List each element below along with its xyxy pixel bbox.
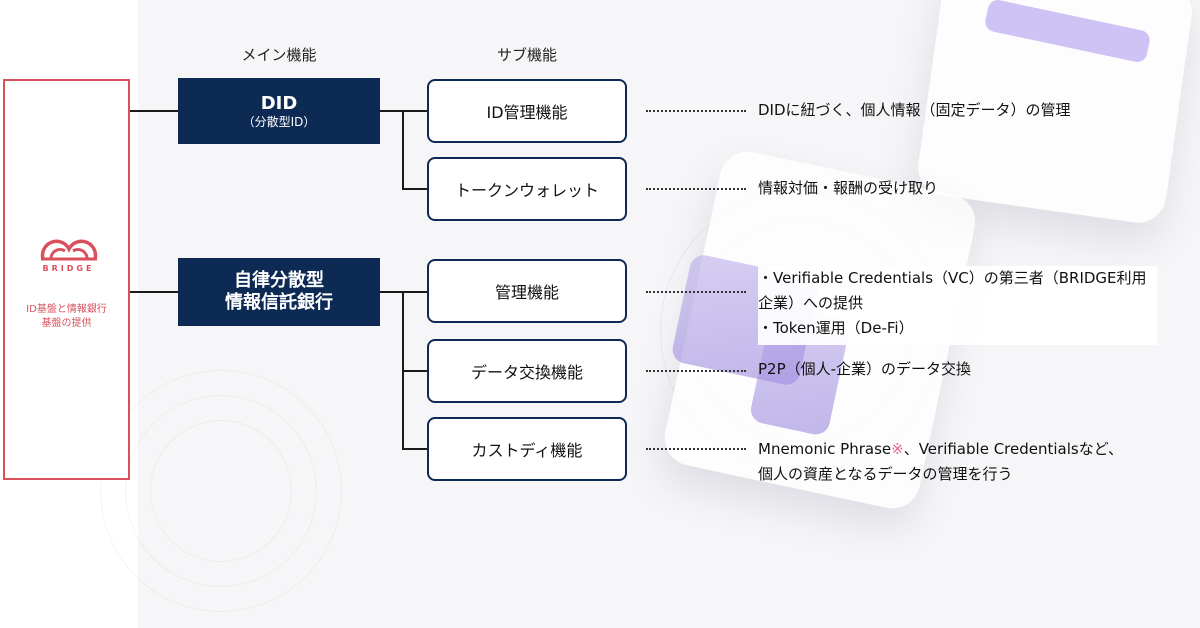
main-function-subtitle: （分散型ID） [242,114,316,129]
dotted-leader [646,370,746,372]
description-line: 個人の資産となるデータの管理を行う [758,465,1013,483]
description-line: 企業）への提供 [758,294,864,312]
main-function-info-bank: 自律分散型 情報信託銀行 [178,258,380,326]
platform-caption-line: ID基盤と情報銀行 [26,304,107,315]
main-function-header: メイン機能 [241,46,317,64]
description-line: DIDに紐づく、個人情報（固定データ）の管理 [758,101,1071,119]
connector-line [402,370,427,372]
dotted-leader [646,448,746,450]
sub-function-management: 管理機能 [427,259,627,323]
description-custody: Mnemonic Phrase※、Verifiable Credentialsな… [758,437,1123,487]
sub-function-token-wallet: トークンウォレット [427,157,627,221]
description-line: 情報対価・報酬の受け取り [758,179,939,197]
sub-function-id-management: ID管理機能 [427,79,627,143]
description-text: Mnemonic Phrase [758,440,892,458]
footnote-mark: ※ [891,440,904,458]
bridge-logo-icon [40,239,98,261]
main-function-did: DID （分散型ID） [178,78,380,144]
connector-line [130,110,178,112]
dotted-leader [646,110,746,112]
description-line: P2P（個人-企業）のデータ交換 [758,360,972,378]
description-id-management: DIDに紐づく、個人情報（固定データ）の管理 [758,98,1071,123]
main-function-title: DID [260,92,298,114]
main-function-title: 自律分散型 [234,270,324,291]
connector-line [402,188,427,190]
description-line: ・Token運用（De-Fi） [758,319,914,337]
sub-function-header: サブ機能 [496,46,557,64]
connector-line [130,291,178,293]
platform-caption-line: 基盤の提供 [41,318,92,329]
logo-text: BRIDGE [42,264,95,273]
description-line: ・Verifiable Credentials（VC）の第三者（BRIDGE利用 [758,269,1147,287]
sub-function-custody: カストディ機能 [427,417,627,481]
connector-line [402,110,404,190]
sub-function-data-exchange: データ交換機能 [427,339,627,403]
description-data-exchange: P2P（個人-企業）のデータ交換 [758,357,971,382]
dotted-leader [646,291,746,293]
description-management: ・Verifiable Credentials（VC）の第三者（BRIDGE利用… [758,266,1157,345]
description-text: 、Verifiable Credentialsなど、 [903,440,1123,458]
dotted-leader [646,188,746,190]
description-token-wallet: 情報対価・報酬の受け取り [758,176,938,201]
main-function-title: 情報信託銀行 [225,292,333,313]
platform-caption: ID基盤と情報銀行 基盤の提供 [5,303,128,331]
description-line: Mnemonic Phrase※、Verifiable Credentialsな… [758,437,1123,462]
platform-box: BRIDGE ID基盤と情報銀行 基盤の提供 [3,79,130,480]
connector-line [402,448,427,450]
decorative-circle [100,370,342,612]
